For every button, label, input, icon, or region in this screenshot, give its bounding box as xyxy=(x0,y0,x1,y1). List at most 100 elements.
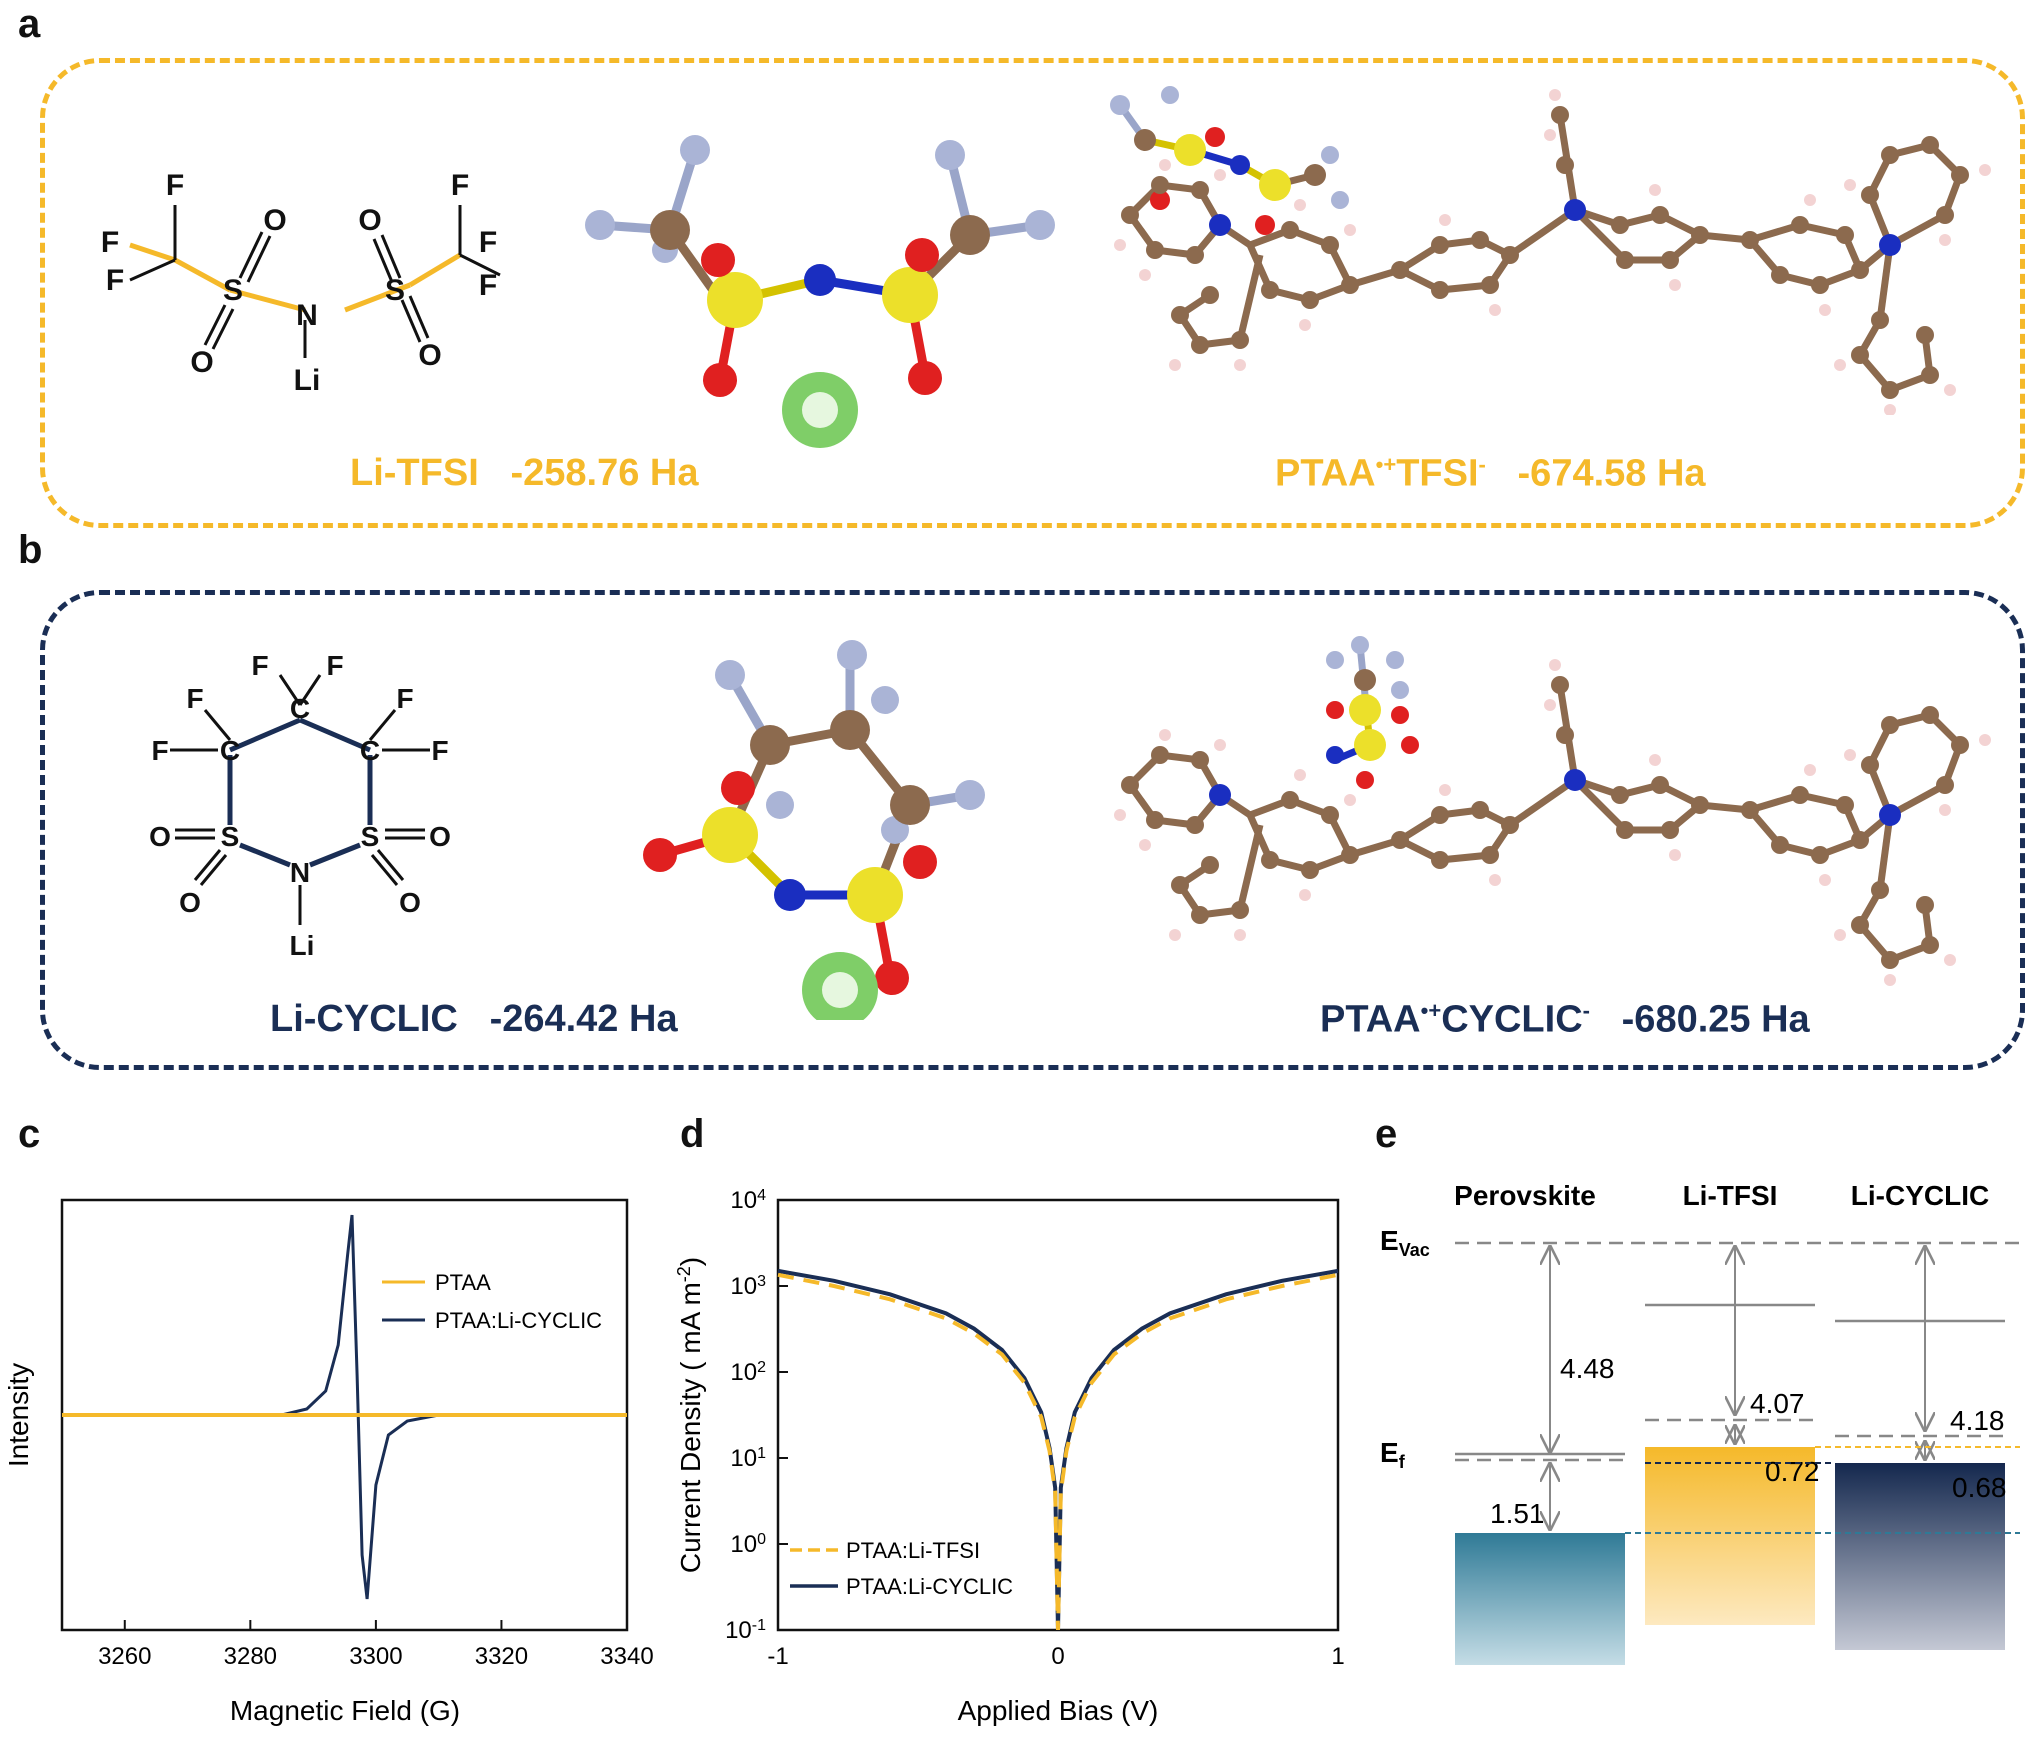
atom-label: F xyxy=(166,169,184,202)
ptaa-tfsi-ball-stick-model xyxy=(1110,86,1991,415)
atom-label: F xyxy=(479,269,497,302)
series-line-ptaa-li-cyclic xyxy=(62,1214,627,1600)
energy-value: -264.42 Ha xyxy=(489,998,678,1040)
series-line-ptaa-li-tfsi xyxy=(777,1272,1339,1631)
atom-label: N xyxy=(296,299,318,332)
y-tick-label: 103 xyxy=(730,1273,766,1301)
panel-a-label: a xyxy=(18,2,41,46)
column-heading-perovskite: Perovskite xyxy=(1454,1180,1596,1211)
compound-name: CYCLIC xyxy=(1441,998,1583,1041)
legend-label: PTAA:Li-CYCLIC xyxy=(435,1308,602,1333)
anion-superscript: - xyxy=(1582,998,1590,1023)
atom-label: F xyxy=(251,650,268,681)
x-tick-label: 0 xyxy=(1051,1643,1064,1670)
energy-level-diagram: Perovskite4.481.51Li-TFSI4.070.72Li-CYCL… xyxy=(1380,1180,2020,1665)
energy-value: -674.58 Ha xyxy=(1517,452,1706,495)
y-tick-label: 10-1 xyxy=(725,1617,766,1645)
li-tfsi-ball-stick-model xyxy=(585,135,1055,448)
x-tick-label: 3260 xyxy=(98,1643,151,1670)
atom-label: Li xyxy=(290,930,315,961)
atom-label: C xyxy=(220,735,240,766)
atom-label: F xyxy=(451,169,469,202)
atom-label: F xyxy=(431,735,448,766)
panel-c-label: c xyxy=(18,1112,41,1156)
y-tick-label: 100 xyxy=(730,1531,766,1559)
legend-label: PTAA:Li-CYCLIC xyxy=(846,1574,1013,1599)
li-tfsi-structure: F F F S O O N Li O S O F F F xyxy=(101,169,501,397)
atom-label: C xyxy=(290,693,310,724)
y-tick-label: 101 xyxy=(730,1445,766,1473)
y-tick-label: 104 xyxy=(730,1187,766,1215)
compound-name: Li-TFSI xyxy=(350,452,479,494)
radical-cation-superscript: •+ xyxy=(1375,452,1397,477)
li-cyclic-ball-stick-model xyxy=(643,640,985,1020)
legend-label: PTAA xyxy=(435,1270,491,1295)
ptaa-tfsi-caption: PTAA•+TFSI- -674.58 Ha xyxy=(1275,452,1706,496)
panel-a-frame xyxy=(40,58,2025,528)
panel-d-label: d xyxy=(680,1112,705,1156)
work-function-value: 4.07 xyxy=(1750,1388,1805,1419)
atom-label: O xyxy=(190,346,213,379)
atom-label: F xyxy=(326,650,343,681)
li-cyclic-structure: F F F F F F C C C S S O O O O N Li xyxy=(149,650,451,961)
y-axis-title: Current Density ( mA m-2) xyxy=(674,1257,706,1573)
atom-label: O xyxy=(399,887,421,918)
valence-band-li-cyclic xyxy=(1835,1463,2005,1650)
ptaa-cyclic-ball-stick-model xyxy=(1114,636,1991,986)
atom-label: S xyxy=(223,274,243,307)
compound-name: Li-CYCLIC xyxy=(270,998,458,1040)
atom-label: O xyxy=(418,339,441,372)
gap-value: 1.51 xyxy=(1490,1498,1545,1529)
li-tfsi-caption: Li-TFSI -258.76 Ha xyxy=(350,452,698,495)
work-function-value: 4.18 xyxy=(1950,1405,2005,1436)
x-axis-title: Applied Bias (V) xyxy=(958,1695,1159,1726)
atom-label: S xyxy=(385,274,405,307)
atom-label: F xyxy=(101,226,119,259)
atom-label: F xyxy=(479,226,497,259)
atom-label: N xyxy=(290,857,310,888)
li-cyclic-caption: Li-CYCLIC -264.42 Ha xyxy=(270,998,678,1041)
atom-label: F xyxy=(106,264,124,297)
y-axis-title: Intensity xyxy=(3,1363,34,1467)
compound-name: PTAA xyxy=(1275,452,1376,495)
panel-e-label: e xyxy=(1375,1112,1398,1156)
x-axis-title: Magnetic Field (G) xyxy=(230,1695,460,1726)
anion-superscript: - xyxy=(1478,452,1486,477)
compound-name: TFSI xyxy=(1396,452,1479,495)
x-tick-label: 3320 xyxy=(475,1643,528,1670)
y-tick-label: 102 xyxy=(730,1359,766,1387)
atom-label: O xyxy=(179,887,201,918)
x-tick-label: 3300 xyxy=(349,1643,402,1670)
work-function-value: 4.48 xyxy=(1560,1353,1615,1384)
panel-b-label: b xyxy=(18,528,43,572)
vacuum-level-label: EVac xyxy=(1380,1225,1430,1260)
atom-label: S xyxy=(361,821,380,852)
atom-label: S xyxy=(221,821,240,852)
ptaa-cyclic-caption: PTAA•+CYCLIC- -680.25 Ha xyxy=(1320,998,1810,1042)
current-density-chart: -1 0 1 10-1 100 101 102 103 104 PTAA:Li-TFSI PTAA… xyxy=(674,1187,1345,1727)
valence-band-perovskite xyxy=(1455,1533,1625,1665)
atom-label: F xyxy=(186,683,203,714)
gap-value: 0.72 xyxy=(1765,1456,1820,1487)
atom-label: F xyxy=(396,683,413,714)
x-tick-label: 3280 xyxy=(224,1643,277,1670)
energy-value: -258.76 Ha xyxy=(510,452,699,494)
energy-value: -680.25 Ha xyxy=(1621,998,1810,1041)
x-tick-label: 1 xyxy=(1331,1643,1344,1670)
column-heading-li-tfsi: Li-TFSI xyxy=(1683,1180,1778,1211)
x-tick-label: 3340 xyxy=(600,1643,653,1670)
gap-value: 0.68 xyxy=(1952,1472,2007,1503)
panel-b-frame xyxy=(40,590,2025,1070)
atom-label: O xyxy=(429,821,451,852)
atom-label: O xyxy=(263,204,286,237)
x-tick-label: -1 xyxy=(767,1643,788,1670)
atom-label: Li xyxy=(294,364,321,397)
atom-label: C xyxy=(360,735,380,766)
compound-name: PTAA xyxy=(1320,998,1421,1041)
legend-label: PTAA:Li-TFSI xyxy=(846,1538,980,1563)
valence-band-li-tfsi xyxy=(1645,1447,1815,1625)
atom-label: F xyxy=(151,735,168,766)
atom-label: O xyxy=(149,821,171,852)
fermi-level-label: Ef xyxy=(1380,1437,1406,1472)
